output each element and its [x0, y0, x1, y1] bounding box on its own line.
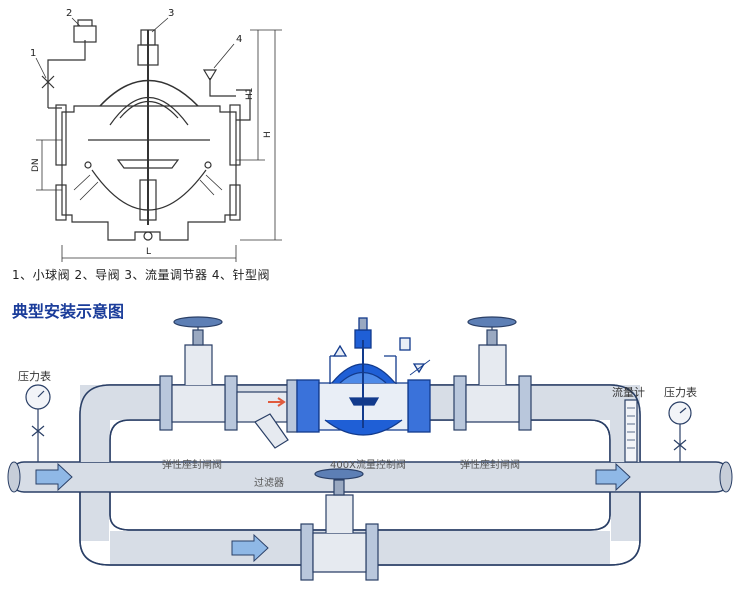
- control-valve-400x: [296, 317, 431, 436]
- label-strainer: 过滤器: [254, 478, 284, 489]
- callout-4: 4: [236, 34, 242, 45]
- gate-valve-left: [159, 316, 238, 431]
- callout-1: 1: [30, 48, 36, 59]
- label-gate-valve-right: 弹性座封闸阀: [460, 460, 520, 471]
- pressure-gauge-left-icon: [25, 384, 51, 462]
- pressure-gauge-right-icon: [668, 401, 692, 462]
- label-flow-meter: 流量计: [612, 386, 645, 399]
- label-control-valve: 400X流量控制阀: [330, 460, 406, 471]
- dim-dn: DN: [31, 158, 41, 172]
- callout-3: 3: [168, 8, 174, 19]
- dim-l: L: [146, 247, 151, 257]
- flow-arrows: [35, 462, 631, 563]
- flow-meter-icon: [624, 399, 638, 463]
- flow-arrow-inlet: [35, 462, 73, 492]
- gate-valve-right: [453, 316, 532, 431]
- dim-h1: H1: [245, 88, 255, 101]
- parts-legend: 1、小球阀 2、导阀 3、流量调节器 4、针型阀: [12, 268, 270, 282]
- label-pressure-gauge-left: 压力表: [18, 370, 51, 383]
- gate-valve-bypass: [300, 468, 379, 581]
- flow-arrow-bypass: [231, 533, 269, 563]
- valve-section-drawing: [35, 17, 282, 262]
- strainer: [236, 379, 298, 449]
- label-pressure-gauge-right: 压力表: [664, 386, 697, 399]
- flow-arrow-outlet: [595, 462, 631, 492]
- section-title: 典型安装示意图: [12, 302, 125, 321]
- dim-h: H: [263, 131, 273, 138]
- callout-2: 2: [66, 8, 72, 19]
- label-gate-valve-left: 弹性座封闸阀: [162, 460, 222, 471]
